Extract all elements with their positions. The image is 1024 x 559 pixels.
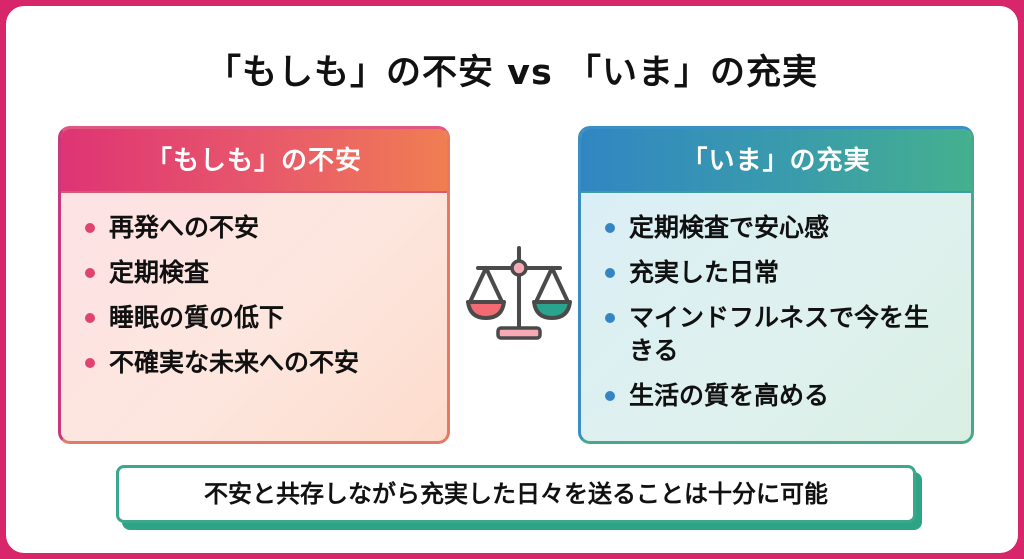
- anxiety-panel: 「もしも」の不安 再発への不安 定期検査 睡眠の質の低下 不確実な未来への不安: [58, 126, 450, 444]
- bullet-icon: [605, 268, 615, 278]
- bullet-icon: [85, 223, 95, 233]
- list-item: 定期検査で安心感: [603, 211, 971, 244]
- list-item: 生活の質を高める: [603, 379, 971, 412]
- fulfillment-panel: 「いま」の充実 定期検査で安心感 充実した日常 マインドフルネスで今を生きる 生…: [578, 126, 974, 444]
- anxiety-panel-title: 「もしも」の不安: [61, 129, 447, 193]
- page-title: 「もしも」の不安 vs 「いま」の充実: [205, 53, 819, 93]
- bullet-icon: [85, 313, 95, 323]
- list-item: マインドフルネスで今を生きる: [603, 301, 971, 367]
- bullet-icon: [605, 391, 615, 401]
- anxiety-list: 再発への不安 定期検査 睡眠の質の低下 不確実な未来への不安: [61, 193, 447, 379]
- bullet-icon: [605, 223, 615, 233]
- fulfillment-panel-title: 「いま」の充実: [581, 129, 971, 193]
- conclusion-box: 不安と共存しながら充実した日々を送ることは十分に可能: [116, 465, 916, 523]
- list-item: 不確実な未来への不安: [83, 346, 447, 379]
- list-item: 定期検査: [83, 256, 447, 289]
- bullet-icon: [85, 358, 95, 368]
- bullet-icon: [85, 268, 95, 278]
- balance-scale-icon: [464, 242, 574, 346]
- list-item: 充実した日常: [603, 256, 971, 289]
- list-item: 睡眠の質の低下: [83, 301, 447, 334]
- fulfillment-list: 定期検査で安心感 充実した日常 マインドフルネスで今を生きる 生活の質を高める: [581, 193, 971, 412]
- bullet-icon: [605, 313, 615, 323]
- list-item: 再発への不安: [83, 211, 447, 244]
- outer-frame: 「もしも」の不安 vs 「いま」の充実 「もしも」の不安 再発への不安 定期検査…: [6, 6, 1018, 553]
